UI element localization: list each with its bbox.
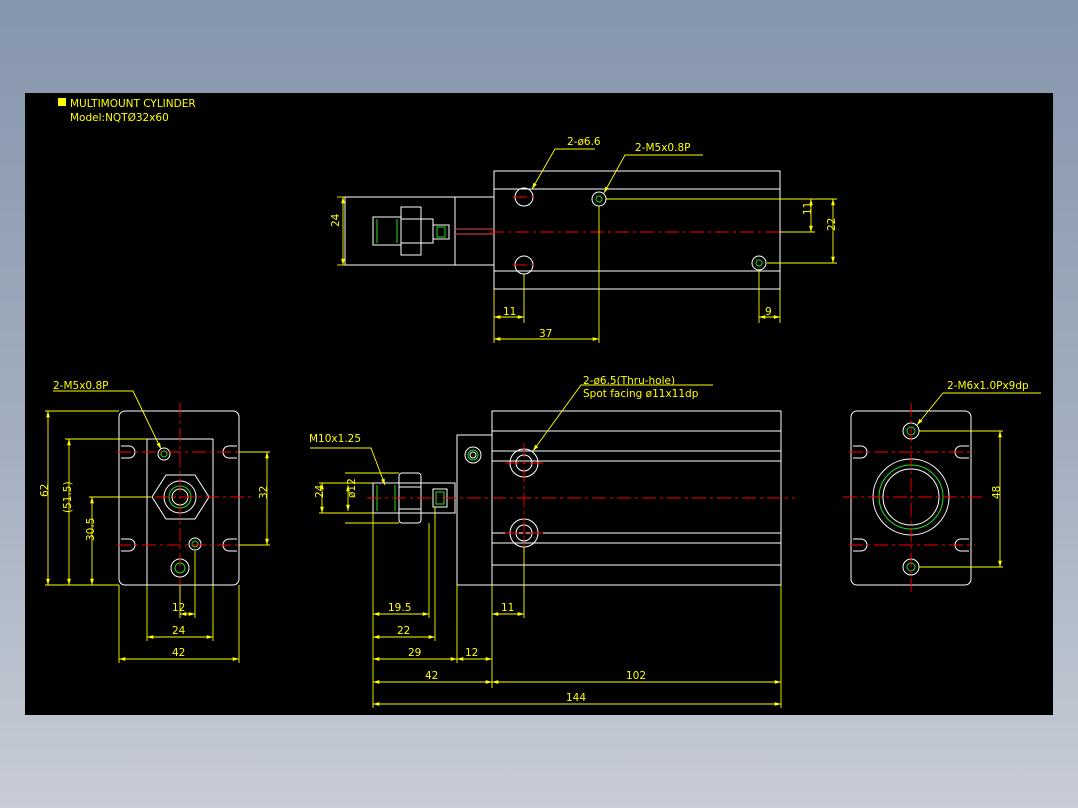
left-dim-42: 42 <box>172 647 185 659</box>
top-dim-11-bottom: 11 <box>503 306 516 318</box>
left-dim-12: 12 <box>172 602 185 614</box>
cad-drawing: MULTIMOUNT CYLINDER Model:NQTØ32x60 <box>39 98 1041 708</box>
front-dim-24: 24 <box>314 484 326 498</box>
left-dim-51-5: (51.5) <box>62 481 74 513</box>
left-dim-62: 62 <box>39 484 51 497</box>
front-dim-d12: ø12 <box>346 478 358 498</box>
front-view: M10x1.25 2-ø6.5(Thru-hole) Spot facing ø… <box>309 375 795 708</box>
right-view: 2-M6x1.0Px9dp 48 <box>843 380 1041 593</box>
top-note-hole: 2-ø6.6 <box>567 136 601 148</box>
front-note-thread: M10x1.25 <box>309 433 361 445</box>
front-dim-102: 102 <box>626 670 646 682</box>
front-dim-11: 11 <box>501 602 514 614</box>
front-dim-22: 22 <box>397 625 410 637</box>
title-marker-icon <box>58 98 66 106</box>
left-view: 2-M5x0.8P 62 (51.5) 30.5 32 12 24 42 <box>39 380 270 663</box>
top-dim-11-right: 11 <box>802 202 814 215</box>
title-line-2: Model:NQTØ32x60 <box>70 112 169 124</box>
left-dim-24: 24 <box>172 625 186 637</box>
front-note-thru-hole: 2-ø6.5(Thru-hole) <box>583 375 675 387</box>
front-dim-144: 144 <box>566 692 586 704</box>
top-dim-9: 9 <box>765 306 772 318</box>
left-dim-32: 32 <box>258 486 270 499</box>
front-dim-19-5: 19.5 <box>388 602 411 614</box>
title-block: MULTIMOUNT CYLINDER Model:NQTØ32x60 <box>58 98 196 124</box>
right-note-thread: 2-M6x1.0Px9dp <box>947 380 1029 392</box>
top-note-thread: 2-M5x0.8P <box>635 142 690 154</box>
top-view: 2-ø6.6 2-M5x0.8P 24 11 22 11 37 9 <box>330 136 838 343</box>
front-note-spot-facing: Spot facing ø11x11dp <box>583 388 699 400</box>
left-note-thread: 2-M5x0.8P <box>53 380 108 392</box>
front-dim-42: 42 <box>425 670 438 682</box>
top-dim-37: 37 <box>539 328 552 340</box>
front-dim-12: 12 <box>465 647 478 659</box>
title-line-1: MULTIMOUNT CYLINDER <box>70 98 196 110</box>
front-dim-29: 29 <box>408 647 421 659</box>
drawing-sheet: MULTIMOUNT CYLINDER Model:NQTØ32x60 <box>25 93 1053 715</box>
right-dim-48: 48 <box>991 486 1003 499</box>
top-dim-22: 22 <box>826 218 838 231</box>
left-dim-30-5: 30.5 <box>85 518 97 541</box>
top-dim-24: 24 <box>330 213 342 227</box>
